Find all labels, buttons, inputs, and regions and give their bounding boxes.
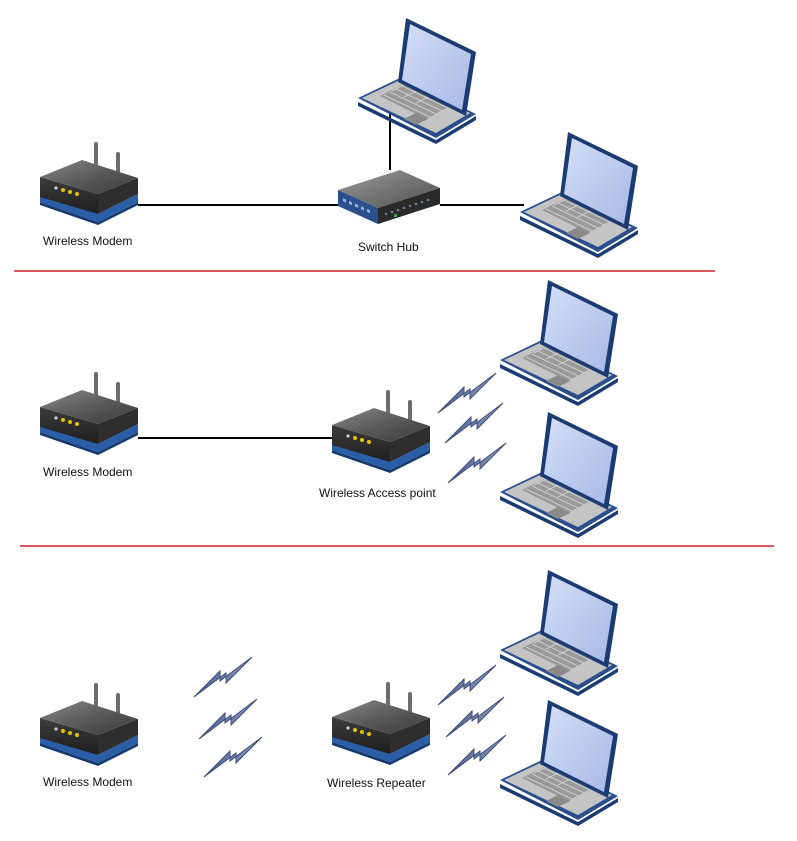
laptop-right-icon <box>519 131 639 259</box>
wireless-modem-label: Wireless Modem <box>43 234 132 248</box>
wireless-signal-icon <box>445 696 505 738</box>
wireless-modem-label: Wireless Modem <box>43 775 132 789</box>
wireless-repeater-label: Wireless Repeater <box>327 776 426 790</box>
laptop-upper-icon <box>499 279 619 407</box>
wireless-modem-icon <box>40 372 138 455</box>
laptop-upper-icon <box>499 569 619 697</box>
wireless-signal-icon <box>447 734 507 776</box>
wireless-signal-icon <box>193 656 253 698</box>
wireless-signal-icon <box>203 736 263 778</box>
wireless-modem-label: Wireless Modem <box>43 465 132 479</box>
access-point-label: Wireless Access point <box>319 486 436 500</box>
switch-hub-icon <box>338 170 440 224</box>
wireless-modem-icon <box>40 142 138 225</box>
section-access-point: Wireless Modem Wireless Access point <box>40 279 619 539</box>
laptop-top-icon <box>357 17 477 145</box>
laptop-lower-icon <box>499 411 619 539</box>
laptop-lower-icon <box>499 699 619 827</box>
access-point-icon <box>332 390 430 473</box>
wireless-signal-icon <box>447 442 507 484</box>
section-repeater: Wireless Modem Wireless Repeater <box>40 569 619 827</box>
switch-hub-label: Switch Hub <box>358 240 419 254</box>
wireless-signal-icon <box>198 698 258 740</box>
wireless-signal-icon <box>437 664 497 706</box>
wireless-signal-icon <box>444 402 504 444</box>
wireless-modem-icon <box>40 683 138 766</box>
section-wired-hub: Wireless Modem Switch Hub <box>40 17 639 259</box>
wireless-signal-icon <box>437 372 497 414</box>
wireless-repeater-icon <box>332 682 430 765</box>
